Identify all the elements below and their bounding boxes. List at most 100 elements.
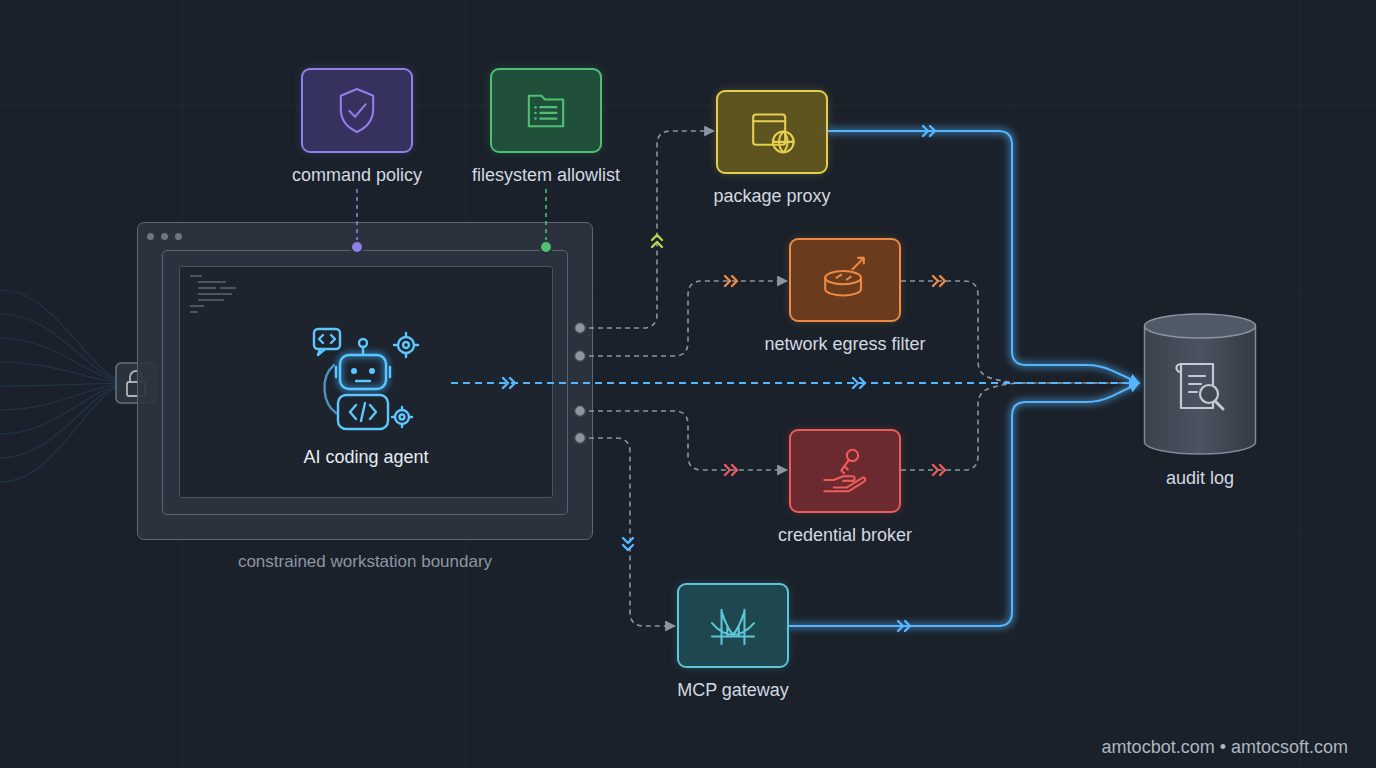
speed-streak	[0, 314, 132, 383]
agent-label: AI coding agent	[180, 447, 552, 468]
speed-streak	[0, 338, 132, 383]
shield-icon	[303, 70, 411, 151]
node-label: command policy	[223, 165, 491, 186]
window-dot	[161, 233, 168, 240]
graphic-part	[340, 355, 386, 389]
graphic-part	[540, 107, 556, 118]
graphic-part	[534, 106, 536, 108]
graphic-part	[351, 368, 357, 374]
speed-streak	[0, 383, 132, 482]
connector	[580, 438, 675, 626]
credential-box: credential broker	[789, 429, 901, 513]
connector	[901, 383, 1139, 470]
graphic-part	[1215, 401, 1223, 409]
graphic-part	[623, 538, 633, 550]
graphic-part	[350, 403, 376, 421]
graphic-part	[338, 395, 388, 429]
graphic-part	[336, 367, 390, 377]
connector	[789, 383, 1139, 626]
grid-line	[640, 0, 641, 768]
robot-illustration	[292, 325, 442, 443]
graphic-part	[369, 368, 375, 374]
graphic-part	[898, 621, 910, 631]
bridge-icon	[679, 585, 787, 666]
cylinder-shape	[1143, 312, 1257, 456]
graphic-part	[398, 337, 414, 353]
graphic-part	[725, 276, 737, 286]
graphic-part	[529, 96, 563, 126]
graphic-part	[853, 378, 865, 388]
flow-chevron	[725, 465, 737, 475]
graphic-part	[395, 410, 409, 424]
graphic-part	[923, 126, 935, 136]
connector	[580, 281, 787, 356]
graphic-part	[841, 460, 849, 473]
graphic-part	[773, 132, 794, 153]
node-label: network egress filter	[711, 334, 979, 355]
proxy-box: package proxy	[716, 90, 828, 174]
flow-chevron	[725, 276, 737, 286]
graphic-part	[392, 407, 412, 427]
watermark: amtocbot.com • amtocsoft.com	[1102, 737, 1348, 758]
flow-chevron	[923, 126, 935, 136]
connector	[901, 281, 1139, 383]
graphic-part	[1145, 314, 1256, 338]
graphic-part	[314, 329, 340, 349]
graphic-part	[933, 276, 945, 286]
flow-chevron	[933, 465, 945, 475]
graphic-part	[837, 275, 851, 280]
policy-box: command policy	[301, 68, 413, 153]
graphic-part	[394, 333, 418, 357]
egress-filter-box: network egress filter	[789, 238, 901, 322]
graphic-part	[324, 365, 336, 413]
graphic-part	[753, 115, 785, 145]
flow-chevron	[652, 235, 662, 247]
grid-line	[1013, 0, 1014, 768]
graphic-part	[853, 258, 864, 269]
grid-line	[1300, 0, 1301, 768]
gateway-box: MCP gateway	[677, 583, 789, 668]
node-label: filesystem allowlist	[412, 165, 680, 186]
graphic-part	[400, 415, 405, 420]
node-label: audit log	[1063, 468, 1337, 489]
graphic-part	[359, 339, 367, 347]
graphic-part	[753, 120, 785, 122]
connector	[580, 411, 787, 470]
graphic-part	[318, 349, 325, 355]
grid-line	[0, 105, 1376, 106]
graphic-part	[725, 465, 737, 475]
agent-panel: AI coding agent	[179, 266, 553, 498]
graphic-part	[712, 610, 754, 644]
flow-chevron	[623, 538, 633, 550]
window-dot	[175, 233, 182, 240]
speed-streak	[0, 362, 132, 383]
audit-log-cylinder: audit log	[1143, 312, 1257, 456]
workstation-boundary: constrained workstation boundaryAI codin…	[137, 222, 593, 540]
flow-chevron	[853, 378, 865, 388]
boundary-label: constrained workstation boundary	[58, 552, 672, 572]
graphic-part	[652, 235, 662, 247]
graphic-part	[824, 476, 865, 491]
folder-icon	[492, 70, 600, 151]
web-icon	[718, 92, 826, 172]
connector-glow	[789, 383, 1139, 626]
node-label: MCP gateway	[599, 680, 867, 701]
flow-chevron	[898, 621, 910, 631]
router-icon	[791, 240, 899, 320]
code-lines	[180, 267, 300, 347]
graphic-part	[933, 465, 945, 475]
graphic-part	[773, 132, 794, 153]
node-label: package proxy	[638, 186, 906, 207]
window-dot	[147, 233, 154, 240]
graphic-part	[534, 117, 536, 119]
allowlist-box: filesystem allowlist	[490, 68, 602, 153]
graphic-part	[403, 342, 409, 348]
graphic-part	[341, 89, 373, 132]
graphic-part	[534, 112, 536, 114]
graphic-part	[356, 380, 370, 382]
key-icon	[791, 431, 899, 511]
graphic-part	[190, 276, 236, 312]
graphic-part	[825, 271, 861, 284]
graphic-part	[340, 355, 386, 389]
